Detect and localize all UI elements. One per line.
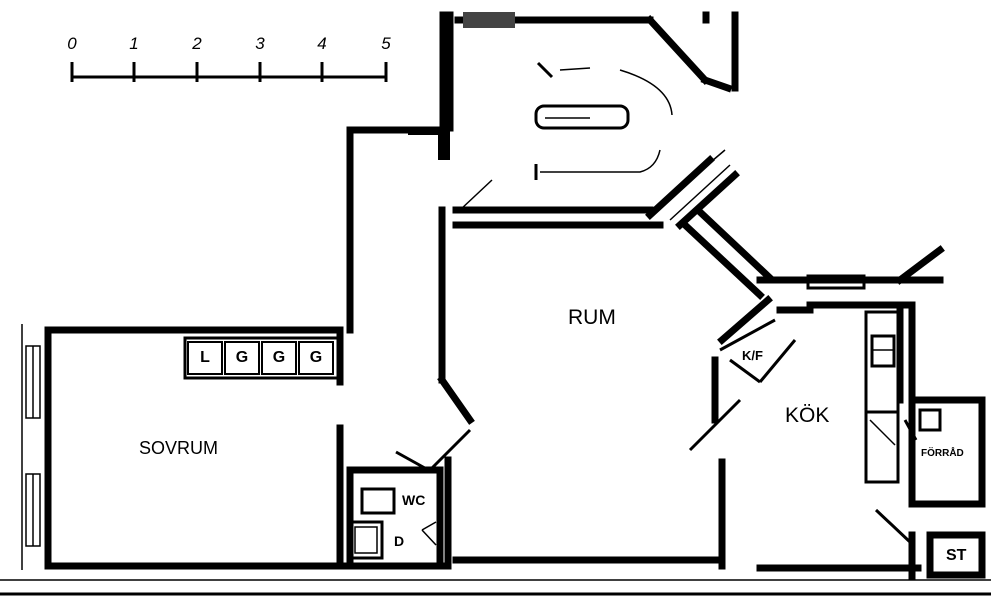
storage-walls bbox=[903, 396, 986, 580]
closet-l: L bbox=[187, 341, 223, 375]
bedroom-windows bbox=[21, 324, 41, 570]
scale-label-4: 4 bbox=[317, 34, 327, 53]
scale-label-2: 2 bbox=[192, 34, 202, 53]
closet-g-1: G bbox=[224, 341, 260, 375]
closet-g-3: G bbox=[298, 341, 334, 375]
bathroom bbox=[346, 450, 444, 570]
upper-area-walls bbox=[438, 11, 739, 160]
room-label-rum: RUM bbox=[568, 306, 616, 329]
diagonal-walls bbox=[645, 149, 814, 452]
room-label-forrad: FÖRRÅD bbox=[921, 448, 964, 459]
living-room-walls bbox=[428, 206, 726, 570]
scale-label-3: 3 bbox=[255, 34, 265, 53]
scale-label-0: 0 bbox=[67, 34, 77, 53]
room-label-wc: WC bbox=[402, 492, 426, 508]
room-label-st: ST bbox=[946, 547, 967, 564]
scale-label-1: 1 bbox=[129, 34, 139, 53]
room-label-kok: KÖK bbox=[785, 404, 830, 427]
room-label-kf: K/F bbox=[742, 348, 763, 363]
closet-g-2: G bbox=[261, 341, 297, 375]
room-label-sovrum: SOVRUM bbox=[139, 438, 219, 458]
stair-symbols bbox=[459, 61, 673, 211]
kitchen-walls bbox=[756, 245, 945, 572]
scale-bar bbox=[70, 62, 388, 82]
scale-label-5: 5 bbox=[381, 34, 391, 53]
room-label-d: D bbox=[394, 533, 405, 549]
